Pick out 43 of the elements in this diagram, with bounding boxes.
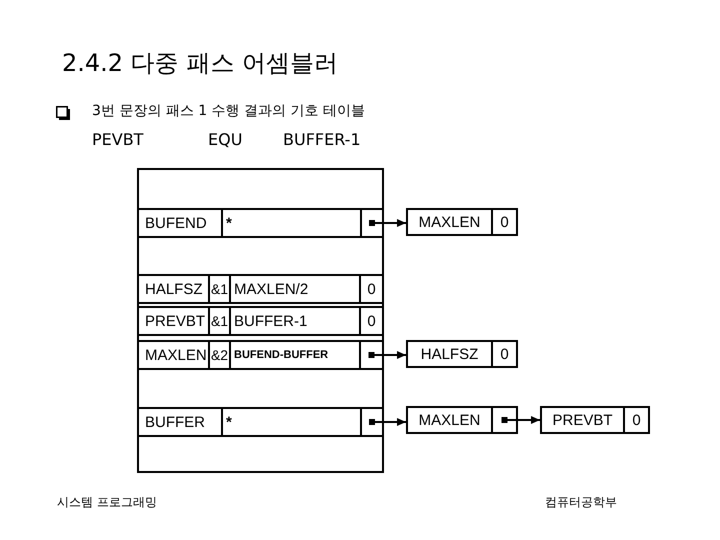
arrow <box>369 418 406 426</box>
symbol-name: HALFSZ <box>144 280 204 300</box>
link-value: 0 <box>491 210 516 234</box>
slide-title: 2.4.2 다중 패스 어셈블러 <box>62 50 338 78</box>
link-value: 0 <box>491 342 516 366</box>
statement-label: PEVBT <box>92 131 144 150</box>
symbol-name: MAXLEN <box>418 212 482 232</box>
link-value: 0 <box>359 308 382 334</box>
symbol-name: PREVBT <box>551 410 614 430</box>
symbol-name: MAXLEN <box>144 346 208 366</box>
value-text: * <box>221 409 360 435</box>
reference-node <box>406 406 518 434</box>
value-expression: MAXLEN/2 <box>229 276 359 302</box>
symbol-name: BUFFER <box>144 412 206 432</box>
reference-node <box>406 340 518 368</box>
statement-opcode: EQU <box>208 131 242 150</box>
value-text: * <box>221 210 360 236</box>
reference-node <box>406 208 518 236</box>
arrow <box>368 351 406 359</box>
symbol-name: BUFEND <box>144 214 208 234</box>
arrow <box>502 416 540 424</box>
statement-operand: BUFFER-1 <box>283 131 361 150</box>
symbol-entry-row <box>137 407 384 437</box>
flag-text: &1 <box>208 276 229 302</box>
symbol-entry-row <box>137 274 384 304</box>
footer-department: 컴퓨터공학부 <box>545 496 617 510</box>
value-expression: BUFEND-BUFFER <box>229 342 359 368</box>
symbol-entry-row <box>137 340 384 370</box>
arrow <box>369 219 406 227</box>
symbol-name: HALFSZ <box>420 344 480 364</box>
footer-course-title: 시스템 프로그래밍 <box>57 496 157 510</box>
symbol-entry-row <box>137 306 384 336</box>
symbol-name: PREVBT <box>144 312 206 332</box>
symbol-name: MAXLEN <box>418 410 482 430</box>
flag-text: &1 <box>208 308 229 334</box>
flag-text: &2 <box>208 342 229 368</box>
link-value: 0 <box>359 276 382 302</box>
bullet-text: 3번 문장의 패스 1 수행 결과의 기호 테이블 <box>92 103 365 120</box>
link-value: 0 <box>623 408 648 432</box>
symbol-table <box>137 168 384 473</box>
value-expression: BUFFER-1 <box>229 308 359 334</box>
reference-node <box>540 406 650 434</box>
symbol-entry-row <box>137 208 384 238</box>
